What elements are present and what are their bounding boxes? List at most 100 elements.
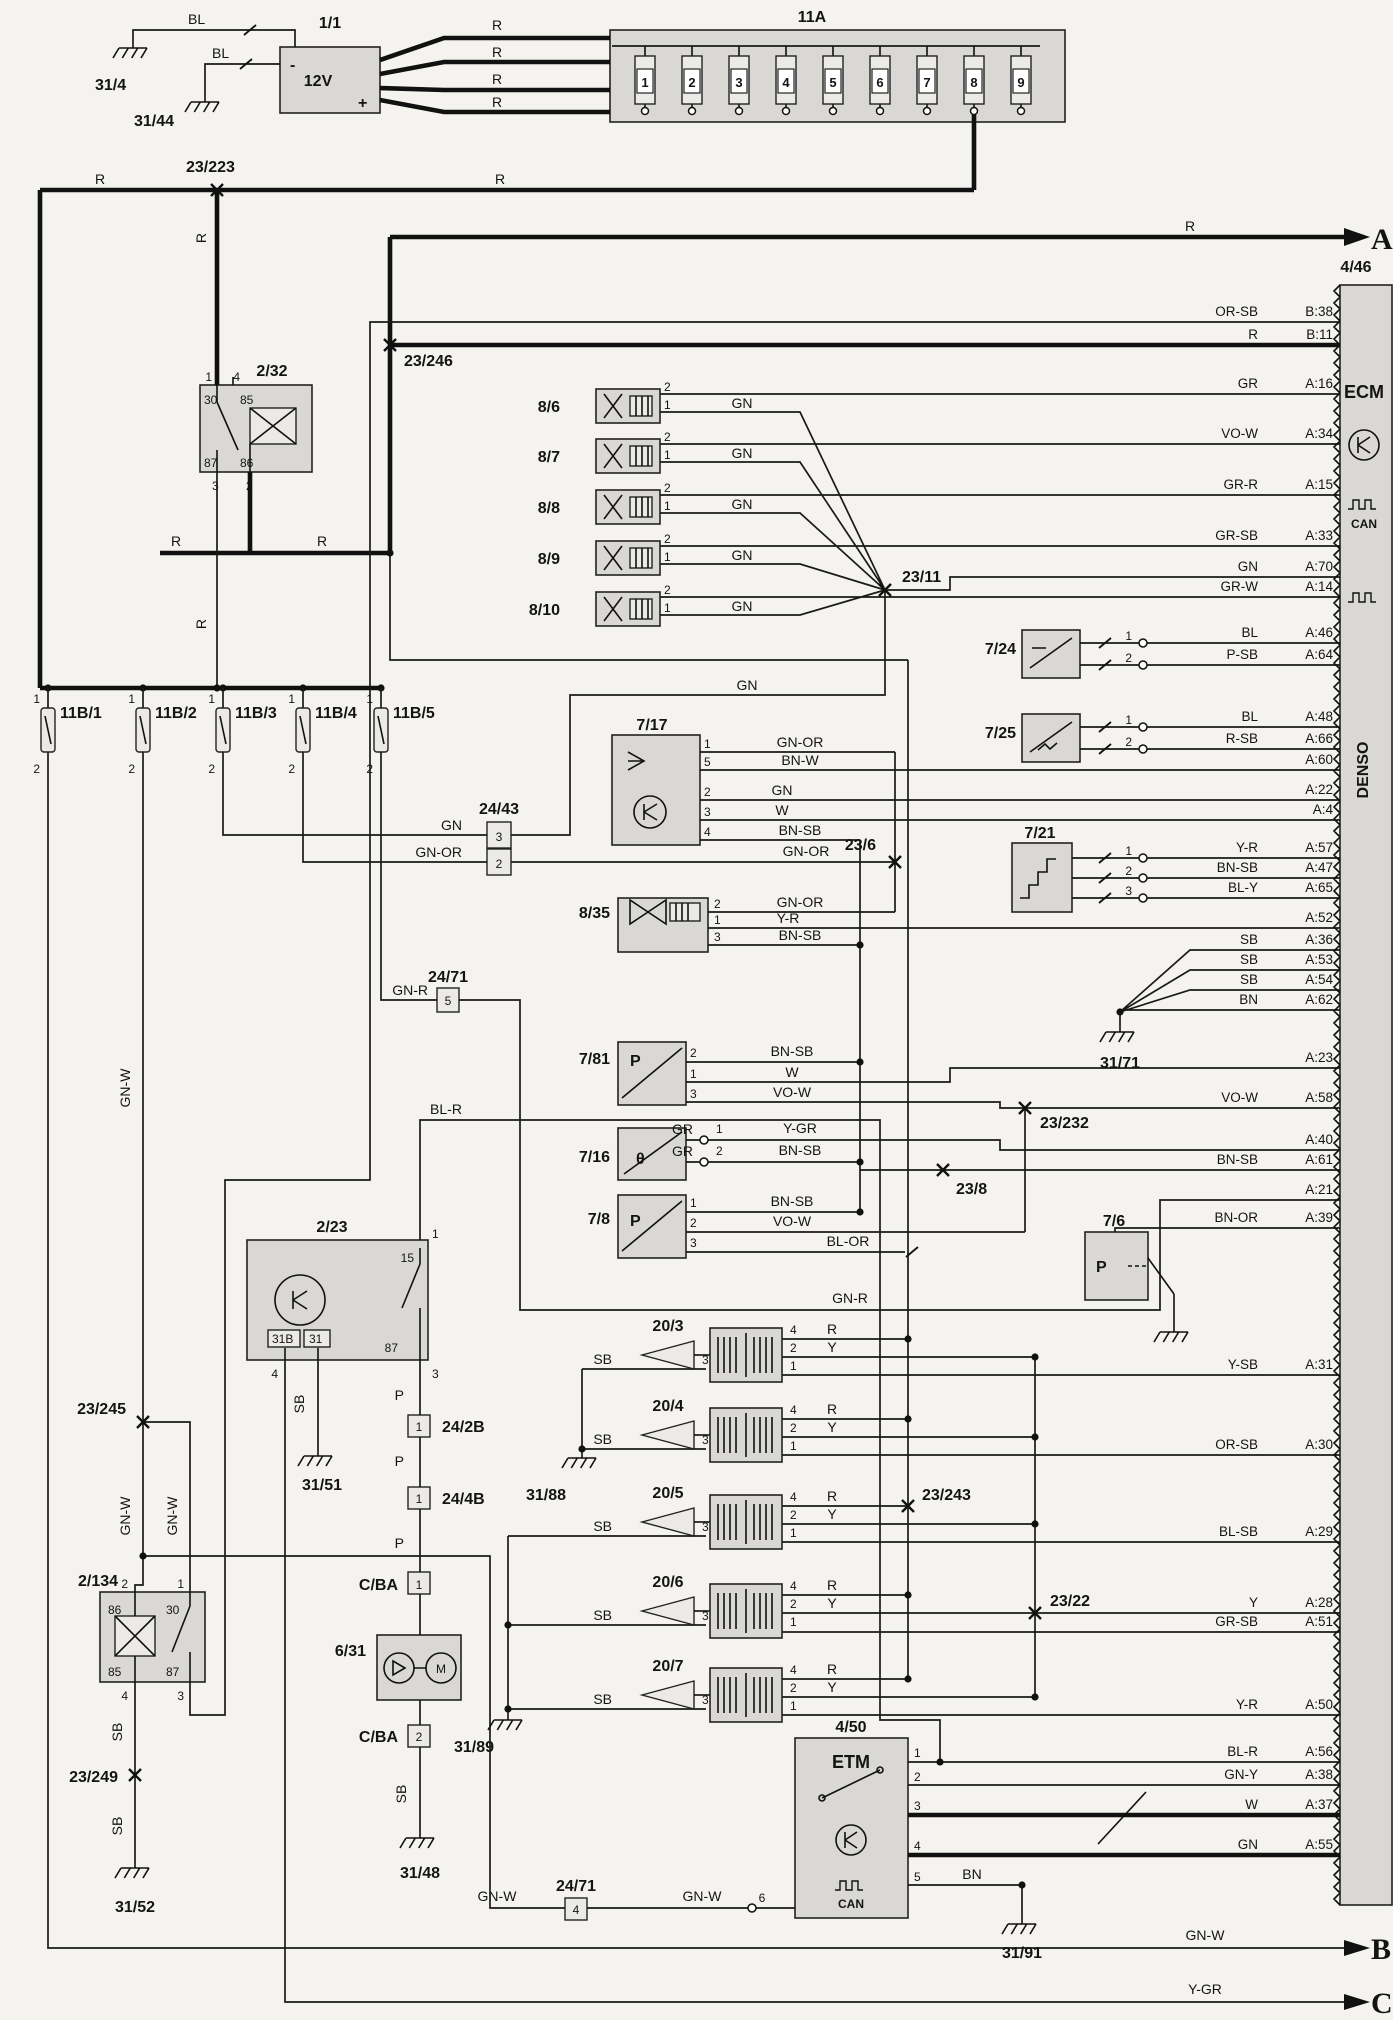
wire-sb-204: SB (593, 1431, 612, 1447)
connector-24-2b-pin: 1 (416, 1420, 423, 1434)
wire-gnw-5: GN-W (683, 1888, 723, 1904)
fuse-number: 9 (1017, 75, 1024, 90)
ecm-row-pin: A:70 (1305, 559, 1333, 574)
battery-voltage: 12V (304, 73, 333, 90)
inj-8-10-pin1: 1 (664, 601, 671, 615)
coil-20-3-pin2: 2 (790, 1341, 797, 1355)
connector-24-43-pin3: 3 (496, 830, 503, 844)
ecm-row-color: GR-W (1221, 579, 1259, 594)
wire-gn-2443: GN (441, 817, 462, 833)
ecm-row-color: SB (1240, 952, 1258, 967)
valve-8-35-icon (629, 898, 701, 926)
fuse-11b4-pin2: 2 (288, 762, 295, 776)
junction-23-232-label: 23/232 (1040, 1115, 1089, 1132)
ecm-row-pin: A:33 (1305, 528, 1333, 543)
wire-gr-716b: GR (672, 1143, 693, 1159)
valve-8-35-pin3: 3 (714, 930, 721, 944)
ecm-row-pin: B:38 (1305, 304, 1333, 319)
ecm-row-pin: A:58 (1305, 1090, 1333, 1105)
wire-gnor-2443: GN-OR (415, 844, 462, 860)
sensor-7-21-pin1: 1 (1125, 844, 1132, 858)
etm-wire-slash (1097, 1791, 1147, 1845)
etm-icons (818, 1766, 884, 1891)
coil-20-3-pin1: 1 (790, 1359, 797, 1373)
coil-20-5-pin2: 2 (790, 1508, 797, 1522)
unit-7-17 (611, 734, 701, 846)
wire-bnsb-78: BN-SB (771, 1193, 814, 1209)
injector-8-8-id: 8/8 (538, 500, 560, 517)
injector-8-10-id: 8/10 (529, 602, 560, 619)
ecm-row-pin: A:29 (1305, 1524, 1333, 1539)
wire-p-3: P (395, 1535, 404, 1551)
sensor-7-21-pin3: 3 (1125, 884, 1132, 898)
ecm-row-pin: A:38 (1305, 1767, 1333, 1782)
inj-8-8-pin2: 2 (664, 481, 671, 495)
ecm-row-pin: A:46 (1305, 625, 1333, 640)
relay-2-32-pin3: 3 (212, 479, 219, 493)
relay-2-23-pin3: 3 (432, 1367, 439, 1381)
wire-gnr-2471: GN-R (392, 982, 428, 998)
connector-24-71-5-id: 24/71 (428, 969, 468, 986)
fuse-11b3 (215, 687, 231, 776)
unit-7-17-pin2: 2 (704, 785, 711, 799)
wire-vow-78: VO-W (773, 1213, 812, 1229)
ground-31-71-label: 31/71 (1100, 1055, 1140, 1072)
wire-sb-206: SB (593, 1607, 612, 1623)
coil-20-4-id: 20/4 (652, 1398, 683, 1415)
unit-7-17-pin4: 4 (704, 825, 711, 839)
ecm-row-color: P-SB (1226, 647, 1258, 662)
fuse-number: 1 (641, 75, 648, 90)
relay-2-134-pin4: 4 (121, 1689, 128, 1703)
ecm-row-pin: A:47 (1305, 860, 1333, 875)
ecm-row-color: Y-SB (1228, 1357, 1258, 1372)
relay-2-23-contacts (267, 1248, 421, 1360)
unit-6-31-id: 6/31 (335, 1643, 366, 1660)
connector-24-43-pin2: 2 (496, 857, 503, 871)
wire-w-717: W (775, 802, 789, 818)
ecm-row-color: GN (1238, 1837, 1258, 1852)
connector-cba2-id: C/BA (359, 1729, 399, 1746)
ecm-row-color: Y-R (1236, 840, 1258, 855)
wire-bnw-717: BN-W (781, 752, 819, 768)
relay-2-23-pin31b: 31B (272, 1332, 293, 1346)
ground-31-88-label: 31/88 (526, 1487, 566, 1504)
fuse-11b1-pin1: 1 (33, 692, 40, 706)
sensor-7-81-pin3: 3 (690, 1087, 697, 1101)
injector-8-8 (595, 489, 661, 525)
wire-gnw-4: GN-W (478, 1888, 518, 1904)
etm-pin5: 5 (914, 1870, 921, 1884)
ecm-row-pin: A:52 (1305, 910, 1333, 925)
ecm-label: ECM (1344, 382, 1384, 402)
relay-2-32-pin30: 30 (204, 393, 218, 407)
ecm-row-pin: A:40 (1305, 1132, 1333, 1147)
ground-31-48-label: 31/48 (400, 1865, 440, 1882)
sensor-7-24-pin2: 2 (1125, 651, 1132, 665)
junction-23-8-label: 23/8 (956, 1181, 987, 1198)
ecm-row-color: BN-SB (1217, 860, 1258, 875)
fuse-number: 7 (923, 75, 930, 90)
ground-31-89-label: 31/89 (454, 1739, 494, 1756)
ecm-row-color: R-SB (1226, 731, 1258, 746)
inj-8-6-pin1: 1 (664, 398, 671, 412)
sensor-7-24 (1021, 629, 1081, 679)
sensor-7-8-slash (621, 1200, 683, 1252)
wire-yr-835: Y-R (777, 910, 800, 926)
ignition-coil-20-7 (641, 1667, 783, 1723)
coil-20-6-pin4: 4 (790, 1579, 797, 1593)
wire-r-204: R (827, 1401, 837, 1417)
battery-minus: - (290, 57, 295, 74)
net-coils (389, 556, 1340, 1716)
ecm-row-color: BL-R (1227, 1744, 1258, 1759)
coil-20-4-pin1: 1 (790, 1439, 797, 1453)
ignition-coil-20-3 (641, 1327, 783, 1383)
injector-8-6-id: 8/6 (538, 399, 560, 416)
fuse-11b5-id: 11B/5 (393, 705, 435, 722)
ecm-row-pin: A:28 (1305, 1595, 1333, 1610)
junction-23-246-label: 23/246 (404, 353, 453, 370)
net-mid-sensors (380, 775, 1340, 1311)
ecm-row-color: SB (1240, 932, 1258, 947)
ecm-row-pin: A:55 (1305, 1837, 1333, 1852)
ground-31-51-label: 31/51 (302, 1477, 342, 1494)
